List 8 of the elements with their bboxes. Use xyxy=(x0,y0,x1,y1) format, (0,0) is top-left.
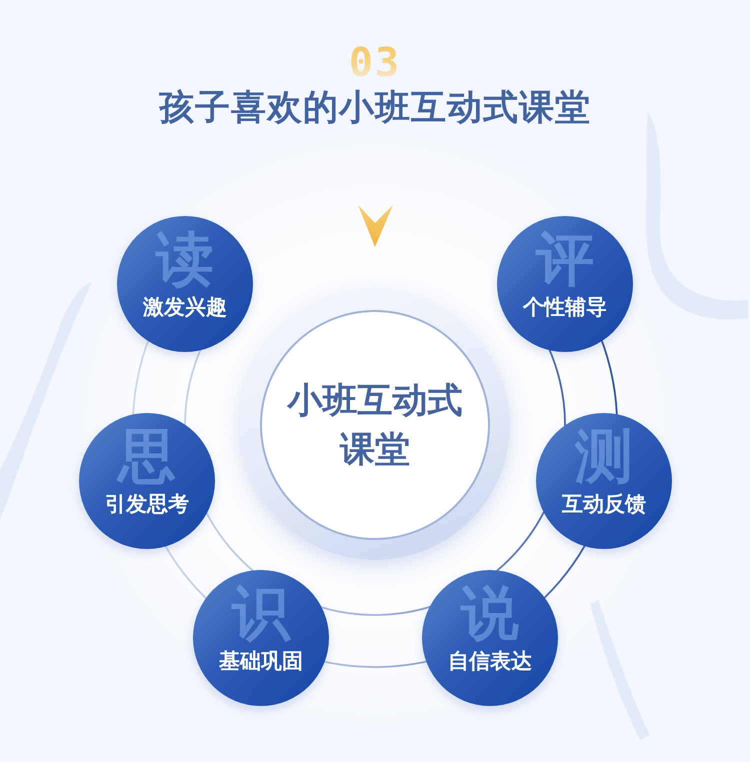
topic-label: 基础巩固 xyxy=(219,648,303,674)
page-title: 孩子喜欢的小班互动式课堂 xyxy=(159,86,591,130)
topic-label: 互动反馈 xyxy=(562,491,646,517)
topic-label: 引发思考 xyxy=(105,491,189,517)
hub-label: 小班互动式课堂 xyxy=(286,379,464,472)
topic-label: 自信表达 xyxy=(448,648,532,674)
topic-label: 个性辅导 xyxy=(523,294,607,320)
topic-label: 激发兴趣 xyxy=(143,294,227,320)
